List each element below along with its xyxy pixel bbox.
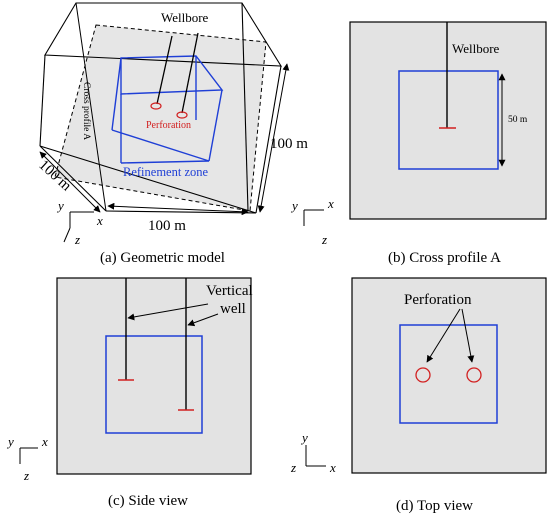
axis-z-a: z (74, 232, 80, 247)
wellbore-label-b: Wellbore (452, 41, 500, 56)
refinement-zone-d (399, 324, 498, 424)
axis-y-b: y (290, 198, 298, 213)
axis-y-c: y (6, 434, 14, 449)
axis-z-c: z (23, 468, 29, 483)
arrow-to-perf-2 (461, 308, 475, 363)
dimension-width (107, 202, 249, 216)
panel-b-cross-profile: Wellbore 50 m y x z (b) Cross profile A (290, 21, 547, 266)
axis-x-a: x (96, 213, 103, 228)
dimension-50m-label: 50 m (508, 115, 528, 125)
cross-profile-label-a: Cross profile A (81, 82, 92, 140)
perforation-label-d: Perforation (404, 292, 472, 308)
dimension-width-label: 100 m (148, 218, 186, 234)
cross-profile-plane (54, 24, 267, 212)
axis-x-c: x (41, 434, 48, 449)
refinement-zone-b (398, 70, 499, 170)
panel-a-geometric-model: Wellbore Perforation Cross profile A Ref… (35, 2, 308, 266)
axes-b (303, 209, 324, 226)
dimension-depth (39, 151, 101, 213)
wellbore-label-a: Wellbore (161, 10, 209, 25)
refinement-zone-label: Refinement zone (123, 165, 208, 179)
panel-d-top-view: Perforation y x z (d) Top view (290, 277, 547, 514)
caption-b: (b) Cross profile A (388, 250, 501, 266)
vertical-well-label-line2: well (220, 301, 246, 317)
perforation-label-a: Perforation (146, 120, 191, 131)
arrow-to-well-2 (187, 313, 219, 327)
arrow-to-well-1 (127, 303, 209, 321)
domain-d (351, 277, 547, 474)
perforation-d-2 (466, 367, 482, 383)
axis-x-b: x (327, 196, 334, 211)
dimension-height (257, 63, 290, 213)
domain-b (349, 21, 547, 220)
refinement-zone-c (105, 335, 203, 434)
axis-x-d: x (329, 460, 336, 475)
axis-y-d: y (300, 430, 308, 445)
panel-c-side-view: Vertical well y x z (c) Side view (6, 277, 253, 509)
axis-z-b: z (321, 232, 327, 247)
perforation-d-1 (415, 367, 431, 383)
vertical-well-label-line1: Vertical (206, 283, 253, 299)
domain-c (56, 277, 252, 475)
axis-y-a: y (56, 198, 64, 213)
caption-c: (c) Side view (108, 493, 188, 509)
axes-a (63, 211, 94, 243)
perforations-3d (150, 102, 188, 119)
axes-d (305, 445, 326, 467)
arrow-to-perf-1 (426, 308, 461, 363)
outer-cube-hidden-edges (75, 2, 107, 212)
wellbores-3d (156, 32, 199, 114)
caption-a: (a) Geometric model (100, 250, 225, 266)
axis-z-d: z (290, 460, 296, 475)
caption-d: (d) Top view (396, 498, 473, 514)
axes-c (19, 447, 38, 464)
refinement-zone-box (111, 55, 224, 164)
dimension-height-label: 100 m (270, 136, 308, 152)
